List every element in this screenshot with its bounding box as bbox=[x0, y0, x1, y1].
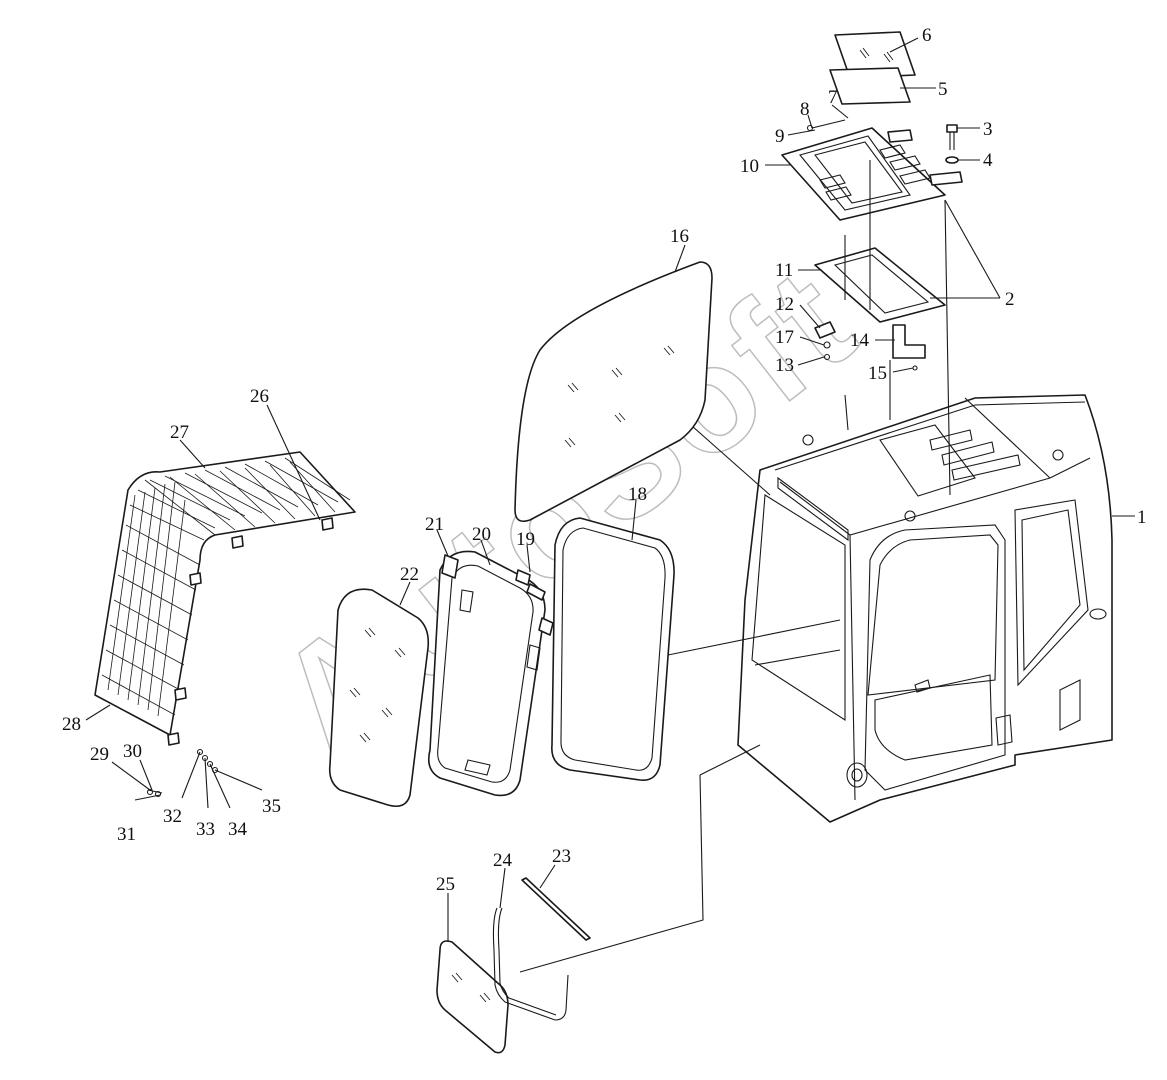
callout-34: 34 bbox=[228, 819, 248, 840]
hardware-fasteners bbox=[146, 748, 219, 798]
callout-9: 9 bbox=[775, 126, 785, 147]
callout-23: 23 bbox=[552, 846, 571, 867]
callout-3: 3 bbox=[983, 119, 993, 140]
callout-21: 21 bbox=[425, 514, 444, 535]
callout-28: 28 bbox=[62, 714, 81, 735]
front-glass-16 bbox=[514, 261, 713, 523]
callout-11: 11 bbox=[775, 260, 793, 281]
callout-7: 7 bbox=[828, 87, 838, 108]
callout-15: 15 bbox=[868, 363, 887, 384]
callout-22: 22 bbox=[400, 564, 419, 585]
callout-29: 29 bbox=[90, 744, 109, 765]
callout-14: 14 bbox=[850, 330, 870, 351]
callout-33: 33 bbox=[196, 819, 215, 840]
cab-body bbox=[737, 394, 1113, 823]
callout-1: 1 bbox=[1137, 507, 1147, 528]
callout-35: 35 bbox=[262, 796, 281, 817]
small-clips-19-21 bbox=[441, 554, 554, 636]
door-glass-22 bbox=[328, 588, 430, 808]
roof-hatch-assembly bbox=[781, 31, 963, 371]
callout-8: 8 bbox=[800, 99, 810, 120]
callout-5: 5 bbox=[938, 79, 948, 100]
callout-13: 13 bbox=[775, 355, 794, 376]
callout-24: 24 bbox=[493, 850, 513, 871]
front-guard-mesh bbox=[94, 451, 356, 746]
callout-16: 16 bbox=[670, 226, 689, 247]
callout-26: 26 bbox=[250, 386, 269, 407]
lower-window-parts bbox=[436, 877, 591, 1054]
callout-32: 32 bbox=[163, 806, 182, 827]
callout-17: 17 bbox=[775, 327, 794, 348]
callout-25: 25 bbox=[436, 874, 455, 895]
callout-6: 6 bbox=[922, 25, 932, 46]
callout-2: 2 bbox=[1005, 289, 1015, 310]
callout-31: 31 bbox=[117, 824, 136, 845]
assembly-guide-lines bbox=[519, 160, 951, 973]
callout-12: 12 bbox=[775, 294, 794, 315]
callout-numbers: 1 2 3 4 5 6 7 8 9 10 11 12 13 14 15 16 1… bbox=[62, 25, 1147, 895]
callout-4: 4 bbox=[983, 150, 993, 171]
callout-30: 30 bbox=[123, 741, 142, 762]
callout-27: 27 bbox=[170, 422, 189, 443]
door-frame-20 bbox=[427, 550, 546, 797]
callout-leaders bbox=[85, 37, 1135, 942]
callout-10: 10 bbox=[740, 156, 759, 177]
window-18 bbox=[551, 517, 675, 782]
callout-19: 19 bbox=[516, 529, 535, 550]
callout-20: 20 bbox=[472, 524, 491, 545]
callout-18: 18 bbox=[628, 484, 647, 505]
